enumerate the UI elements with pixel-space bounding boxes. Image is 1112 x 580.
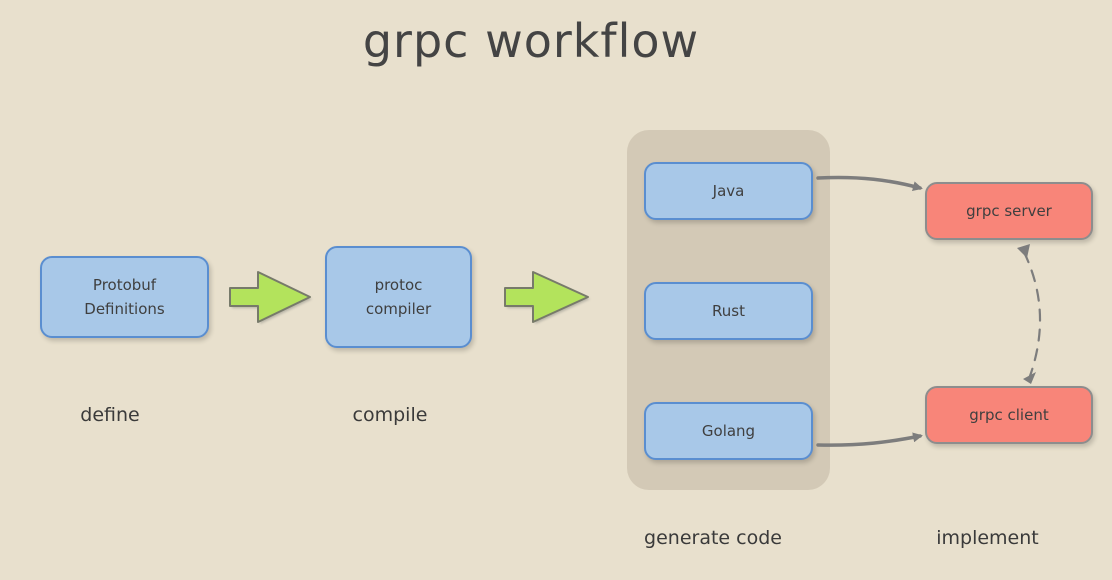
rust-node: Rust [644, 282, 813, 340]
grpc-client-label: grpc client [969, 406, 1049, 424]
stage-implement-label: implement [936, 527, 1039, 549]
protoc-line1: protoc [374, 276, 423, 294]
gray-curved-arrow-icon [816, 432, 923, 447]
grpc-client-node: grpc client [925, 386, 1093, 444]
gray-curved-arrow-icon [816, 175, 923, 192]
java-label: Java [712, 182, 745, 200]
stage-compile-label: compile [352, 404, 428, 426]
protoc-compiler-node: protoc compiler [325, 246, 472, 348]
protoc-line2: compiler [365, 300, 432, 318]
protobuf-line2: Definitions [84, 300, 165, 318]
protobuf-line1: Protobuf [92, 276, 157, 294]
gray-dashed-connector-icon [1017, 244, 1042, 384]
stage-generate-label: generate code [644, 527, 782, 549]
stage-define-label: define [80, 404, 140, 426]
diagram-title: grpc workflow [362, 14, 700, 68]
golang-label: Golang [701, 422, 756, 440]
protobuf-definitions-node: Protobuf Definitions [40, 256, 209, 338]
grpc-server-node: grpc server [925, 182, 1093, 240]
green-right-arrow-icon [504, 271, 590, 324]
green-right-arrow-icon [229, 271, 312, 324]
java-node: Java [644, 162, 813, 220]
golang-node: Golang [644, 402, 813, 460]
rust-label: Rust [712, 302, 745, 320]
grpc-server-label: grpc server [966, 202, 1052, 220]
